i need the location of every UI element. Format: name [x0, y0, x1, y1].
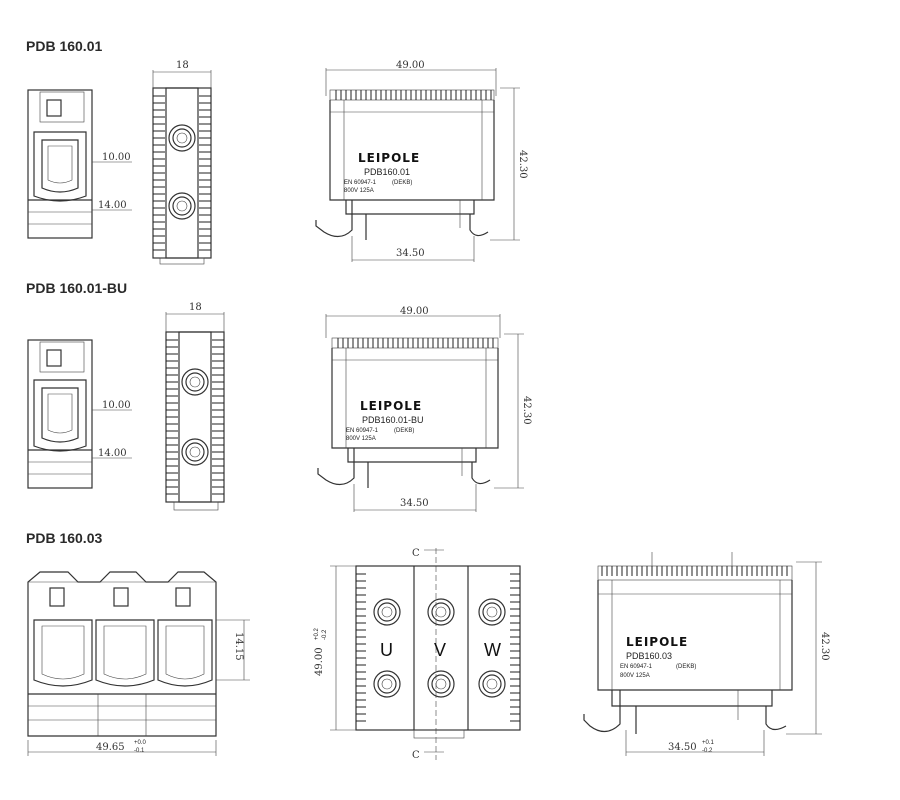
mark-2: (DEKB) [394, 428, 414, 434]
rail-width-2: 34.50 [400, 498, 429, 509]
phase-label-u: U [380, 640, 393, 660]
front-dim-2b: 14.00 [98, 448, 127, 459]
phase-label-v: V [434, 640, 446, 660]
logo-3: LEIPOLE [626, 635, 688, 649]
profile-height-3: 42.30 [819, 632, 830, 661]
top-view-3: C C U V W [314, 548, 521, 761]
top-height-tol-minus: -0.2 [322, 629, 328, 640]
logo-1: LEIPOLE [358, 151, 420, 165]
mark-3: (DEKB) [676, 664, 696, 670]
profile-view-1: 49.00 LEIPOLE PDB160.01 EN 60947-1 (DEKB… [315, 60, 528, 262]
standard-2: EN 60947-1 [346, 428, 379, 434]
model-1: PDB160.01 [364, 167, 410, 177]
front-width-3: 49.65 [96, 742, 125, 753]
rating-3: 800V 125A [620, 673, 650, 679]
profile-view-2: 49.00 LEIPOLE PDB160.01-BU EN 60947-1 (D… [317, 306, 532, 512]
front-dim-2a: 10.00 [102, 400, 131, 411]
front-width-tol-minus: -0.1 [134, 748, 145, 754]
front-width-tol-plus: +0.0 [134, 740, 147, 746]
logo-2: LEIPOLE [360, 399, 422, 413]
profile-width-2: 49.00 [400, 306, 429, 317]
front-view-2: 10.00 14.00 [27, 339, 132, 489]
rail-width-1: 34.50 [396, 248, 425, 259]
section-mark-bottom: C [412, 750, 420, 761]
standard-3: EN 60947-1 [620, 664, 653, 670]
model-3: PDB160.03 [626, 651, 672, 661]
front-dim-1b: 14.00 [98, 200, 127, 211]
model-2: PDB160.01-BU [362, 415, 424, 425]
section-heading-1: PDB 160.01 [26, 38, 103, 54]
front-view-1: 10.00 14.00 [27, 89, 132, 239]
rating-1: 800V 125A [344, 188, 374, 194]
profile-height-1: 42.30 [517, 150, 528, 179]
front-view-3: 14.15 49.65 +0.0 -0.1 [27, 571, 250, 756]
side-width-2: 18 [189, 302, 202, 313]
rail-width-tol-plus: +0.1 [702, 740, 715, 746]
phase-label-w: W [484, 640, 501, 660]
rail-width-3: 34.50 [668, 742, 697, 753]
rail-width-tol-minus: -0.2 [702, 748, 713, 754]
mark-1: (DEKB) [392, 180, 412, 186]
section-mark-top: C [412, 548, 420, 559]
side-view-2: 18 [165, 302, 225, 511]
standard-1: EN 60947-1 [344, 180, 377, 186]
section-heading-3: PDB 160.03 [26, 530, 103, 546]
section-heading-2: PDB 160.01-BU [26, 280, 128, 296]
front-dim-1a: 10.00 [102, 152, 131, 163]
side-view-1: 18 [152, 60, 212, 265]
top-height-tol-plus: +0.2 [314, 627, 320, 640]
profile-view-3: LEIPOLE PDB160.03 EN 60947-1 (DEKB) 800V… [583, 552, 830, 756]
front-height-3: 14.15 [233, 632, 244, 661]
top-height-3: 49.00 [314, 647, 325, 676]
profile-height-2: 42.30 [521, 396, 532, 425]
side-width-1: 18 [176, 60, 189, 71]
rating-2: 800V 125A [346, 436, 376, 442]
profile-width-1: 49.00 [396, 60, 425, 71]
